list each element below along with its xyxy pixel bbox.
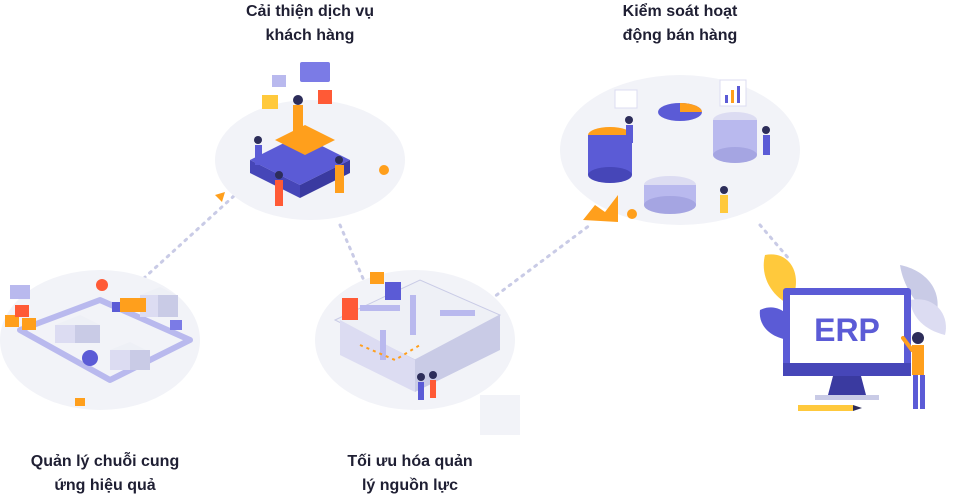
node-label-sales-control: Kiểm soát hoạt động bán hàng	[570, 0, 790, 48]
erp-monitor-illustration	[759, 254, 946, 411]
monitor-screen	[790, 295, 904, 363]
node-label-line-2: động bán hàng	[622, 27, 738, 44]
node-label-supply-chain: Quản lý chuỗi cung ứng hiệu quả	[0, 450, 210, 498]
node-label-line-2: lý nguồn lực	[361, 477, 459, 494]
connector-service-hr	[338, 223, 370, 292]
supply-chain-illustration	[0, 270, 200, 410]
node-label-line-1: Cải thiện dịch vụ	[245, 3, 374, 20]
node-label-line-1: Kiểm soát hoạt	[622, 3, 738, 20]
connector-sales-erp	[758, 223, 792, 262]
node-label-line-1: Tối ưu hóa quản	[347, 453, 473, 470]
node-label-line-2: ứng hiệu quả	[54, 477, 156, 494]
node-label-line-1: Quản lý chuỗi cung	[30, 453, 180, 470]
connector-hr-sales	[488, 223, 592, 302]
sales-control-illustration	[560, 75, 800, 225]
node-label-customer-service: Cải thiện dịch vụ khách hàng	[200, 0, 420, 48]
customer-service-illustration	[215, 62, 405, 220]
erp-label: ERP	[814, 312, 880, 348]
resource-management-illustration	[315, 270, 520, 435]
node-label-line-2: khách hàng	[265, 27, 355, 44]
node-label-resource-management: Tối ưu hóa quản lý nguồn lực	[310, 450, 510, 498]
